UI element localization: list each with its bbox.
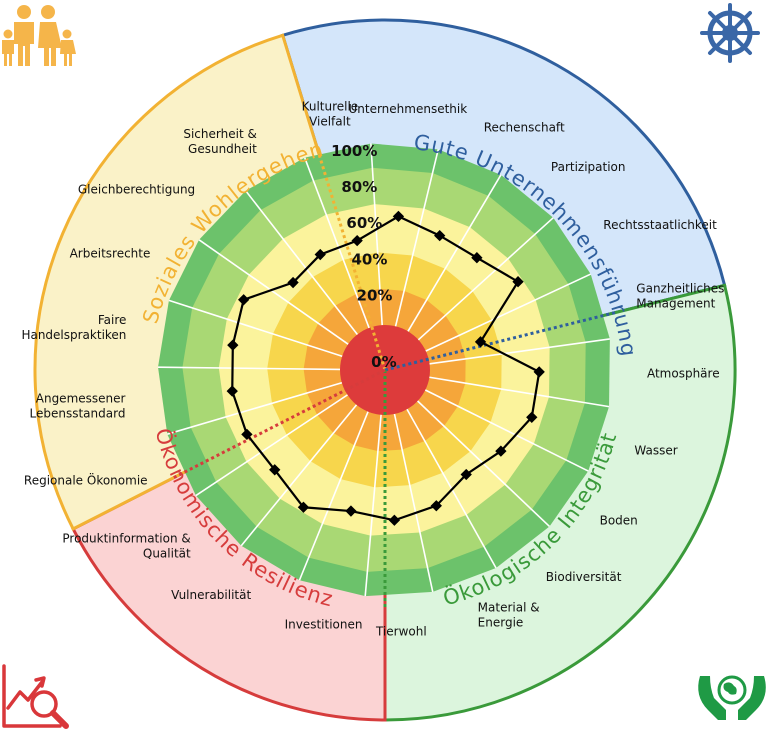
data-point — [241, 428, 253, 441]
spoke-line — [394, 149, 440, 327]
spoke-line — [158, 366, 341, 371]
ships-wheel-icon — [700, 3, 760, 63]
data-point — [314, 248, 326, 261]
spoke-line — [298, 411, 369, 581]
category-labels: UnternehmensethikRechenschaftPartizipati… — [21, 99, 724, 638]
category-label: Rechenschaft — [484, 120, 565, 134]
category-label: Partizipation — [551, 160, 626, 174]
data-point — [471, 252, 483, 264]
spoke-line — [245, 190, 359, 335]
data-point — [388, 514, 401, 526]
spoke-line — [424, 389, 589, 472]
category-label: Unternehmensethik — [348, 102, 467, 116]
ring-labels: 0% 20% 40% 60% 80% 100% — [331, 142, 397, 371]
spoke-line — [425, 273, 592, 352]
chart-magnifier-icon — [2, 664, 69, 729]
category-label: Gleichberechtigung — [78, 182, 195, 196]
spoke-line — [167, 381, 343, 435]
category-label: Rechtsstaatlichkeit — [603, 218, 717, 232]
category-label: Boden — [600, 513, 638, 527]
category-label: Produktinformation &Qualität — [62, 531, 191, 560]
data-point — [345, 505, 357, 517]
spoke-line — [195, 394, 348, 497]
data-point — [297, 501, 310, 513]
data-point — [227, 339, 239, 351]
series-line — [231, 215, 541, 522]
ring-label: 100% — [331, 142, 377, 160]
data-point — [430, 500, 442, 512]
spoke-line — [198, 239, 349, 345]
spoke-line — [429, 376, 610, 408]
category-label: Tierwohl — [375, 624, 427, 638]
ring-label: 60% — [346, 214, 382, 232]
spoke-line — [364, 414, 382, 597]
data-point — [512, 276, 524, 288]
category-label: Investitionen — [285, 618, 363, 632]
category-label: Arbeitsrechte — [70, 246, 151, 260]
category-label: Regionale Ökonomie — [24, 472, 148, 488]
ring-label: 40% — [351, 250, 387, 268]
ring-label: 0% — [371, 353, 396, 371]
data-point — [237, 294, 250, 306]
radial-spokes — [158, 143, 610, 597]
category-label: Atmosphäre — [647, 366, 720, 380]
family-icon — [2, 5, 76, 66]
score-series — [226, 210, 545, 526]
spoke-line — [168, 299, 343, 357]
data-point — [474, 336, 487, 348]
spoke-line — [417, 217, 554, 341]
data-point — [533, 366, 545, 378]
hands-globe-icon — [698, 675, 766, 720]
category-label: Material &Energie — [478, 601, 540, 630]
spoke-line — [407, 174, 502, 332]
data-point — [351, 234, 363, 247]
data-point — [434, 229, 446, 242]
data-point — [269, 464, 281, 476]
ring-label: 20% — [357, 286, 393, 304]
spoke-line — [240, 404, 358, 547]
category-label: Sicherheit &Gesundheit — [183, 127, 257, 156]
ring-label: 80% — [341, 178, 377, 196]
spoke-line — [370, 143, 383, 326]
spoke-line — [429, 338, 610, 365]
data-point — [392, 210, 405, 223]
spoke-line — [393, 413, 434, 593]
data-point — [287, 276, 299, 289]
spoke-line — [303, 157, 370, 329]
data-point — [526, 411, 538, 423]
category-label: Vulnerabilität — [171, 588, 251, 602]
category-label: Wasser — [634, 443, 677, 457]
data-point — [460, 468, 472, 481]
category-label: Biodiversität — [546, 570, 622, 584]
data-point — [495, 445, 507, 457]
data-point — [226, 385, 238, 397]
